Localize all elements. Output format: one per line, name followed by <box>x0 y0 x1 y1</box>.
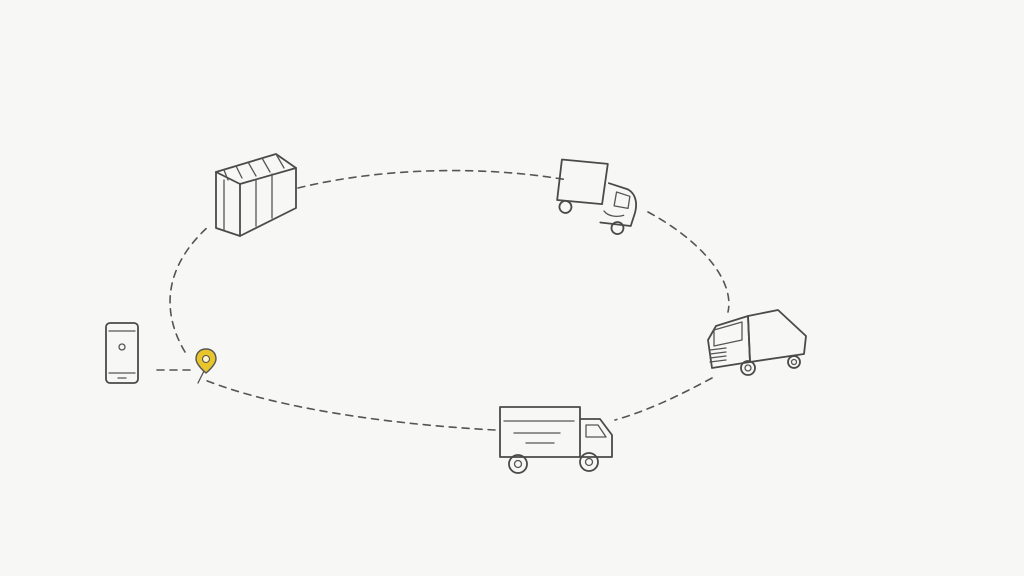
semi-truck-icon <box>707 309 807 376</box>
warehouse-icon <box>215 153 297 237</box>
smartphone-icon <box>105 322 139 384</box>
route-boxtruck-to-pin <box>204 379 496 431</box>
delivery-truck-icon <box>556 158 637 235</box>
map-pin-icon <box>195 348 217 384</box>
route-truck-to-semi <box>647 211 730 313</box>
route-pin-to-warehouse <box>169 224 211 353</box>
route-warehouse-to-truck <box>297 169 569 189</box>
delivery-route <box>156 169 730 431</box>
box-truck-icon <box>499 406 613 474</box>
route-semi-to-boxtruck <box>614 377 713 421</box>
